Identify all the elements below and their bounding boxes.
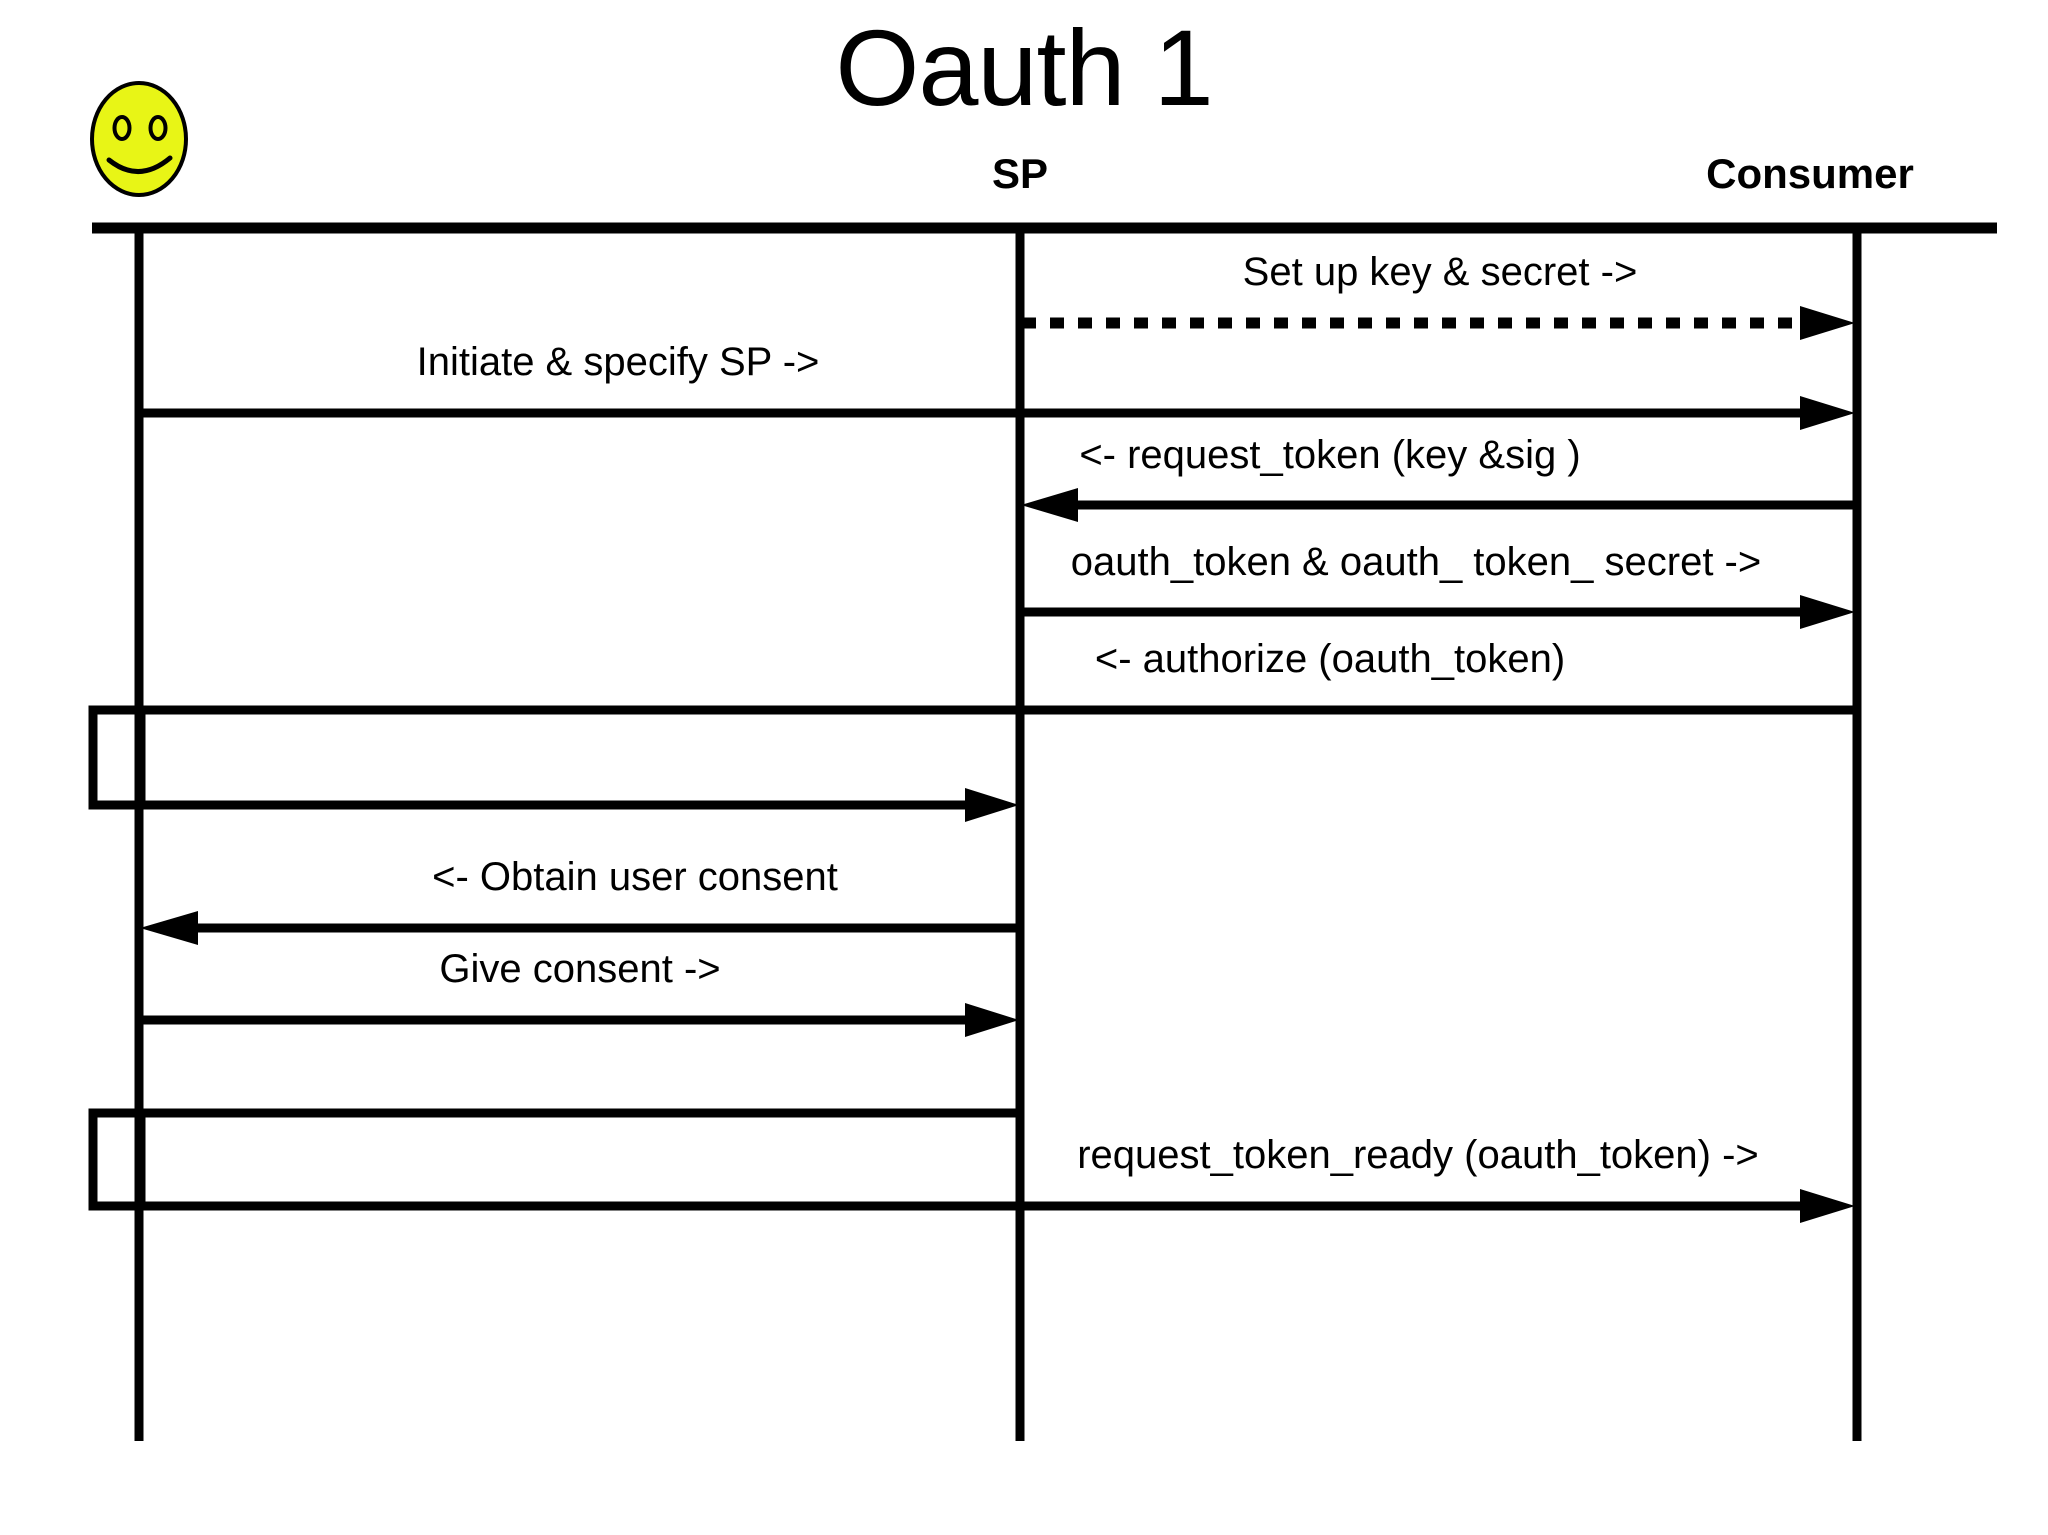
message-authorize: <- authorize (oauth_token) <box>93 637 1857 715</box>
arrowhead-right <box>1800 595 1855 629</box>
message-label: Initiate & specify SP -> <box>417 340 820 384</box>
arrowhead-right <box>1800 396 1855 430</box>
message-authorize-forward <box>93 788 1019 822</box>
actor-label-consumer: Consumer <box>1706 150 1914 197</box>
message-oauth-token-secret: oauth_token & oauth_ token_ secret -> <box>1020 540 1855 629</box>
message-label: oauth_token & oauth_ token_ secret -> <box>1071 540 1762 584</box>
arrowhead-left <box>1021 488 1078 522</box>
arrowhead-left <box>140 911 198 945</box>
activation-box-user-1 <box>88 705 146 810</box>
smiley-face-icon <box>90 81 188 197</box>
message-label: <- request_token (key &sig ) <box>1079 433 1580 477</box>
arrowhead-right <box>1800 1189 1855 1223</box>
message-label: request_token_ready (oauth_token) -> <box>1077 1133 1759 1177</box>
message-label: Give consent -> <box>439 947 720 991</box>
arrowhead-right <box>1800 306 1855 340</box>
page-title: Oauth 1 <box>835 7 1212 128</box>
activation-box-user-2 <box>88 1108 146 1211</box>
arrowhead-right <box>965 788 1019 822</box>
message-request-token: <- request_token (key &sig ) <box>1021 433 1857 522</box>
message-set-up-key-secret: Set up key & secret -> <box>1022 250 1855 340</box>
message-label: <- Obtain user consent <box>432 855 838 899</box>
actor-label-sp: SP <box>992 150 1048 197</box>
message-initiate-specify-sp: Initiate & specify SP -> <box>139 340 1855 430</box>
message-request-token-ready: request_token_ready (oauth_token) -> <box>93 1133 1855 1223</box>
message-give-consent: Give consent -> <box>139 947 1019 1037</box>
message-label: Set up key & secret -> <box>1243 250 1638 294</box>
message-label: <- authorize (oauth_token) <box>1095 637 1565 681</box>
message-obtain-user-consent: <- Obtain user consent <box>140 855 1020 945</box>
arrowhead-right <box>965 1003 1019 1037</box>
